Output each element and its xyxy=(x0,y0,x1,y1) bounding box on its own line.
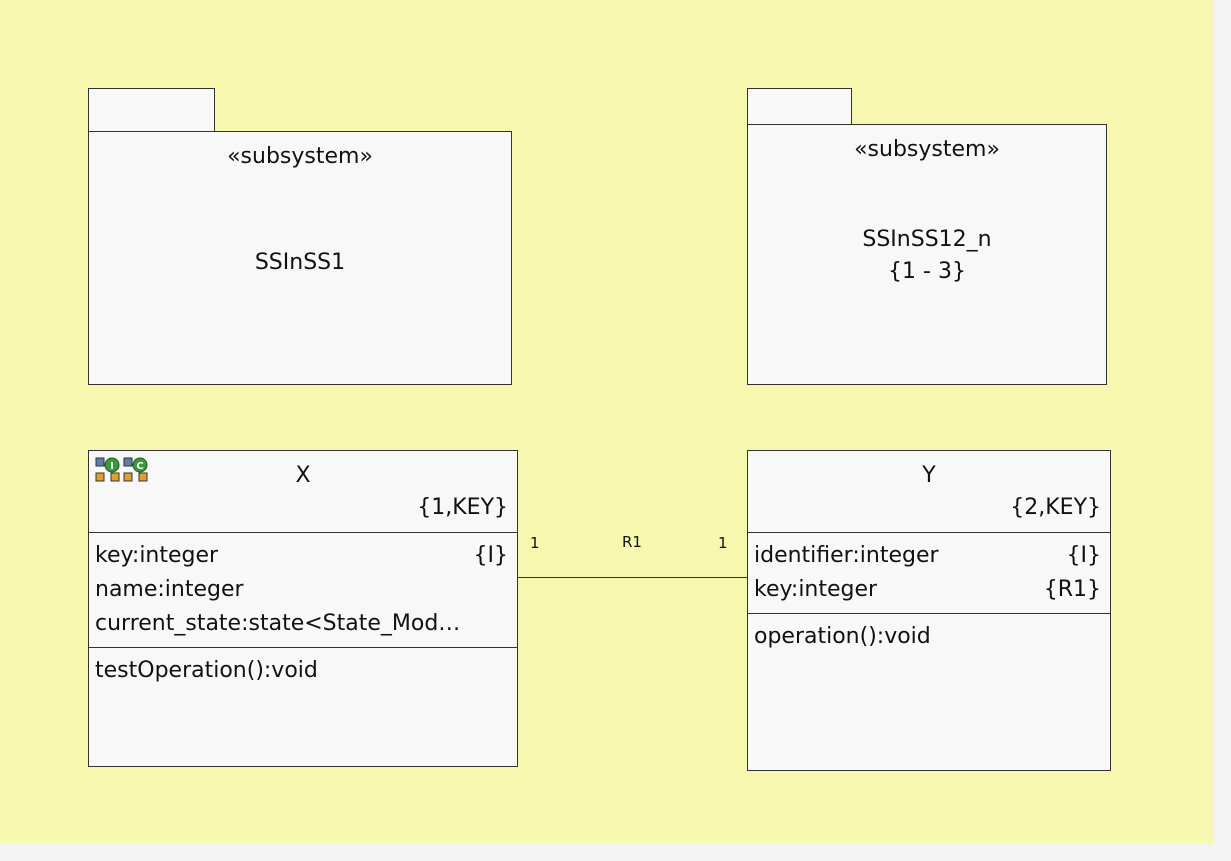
class-number: {2,KEY} xyxy=(1010,495,1101,520)
class-x[interactable]: I C X {1,KEY} key:integer {I} name:integ… xyxy=(88,450,518,767)
association-right-multiplicity: 1 xyxy=(718,534,728,552)
association-left-multiplicity: 1 xyxy=(530,534,540,552)
attribute-tag: {R1} xyxy=(1043,577,1101,602)
class-header: Y {2,KEY} xyxy=(748,451,1110,533)
class-name: X xyxy=(295,463,311,488)
class-attributes: identifier:integer {I} key:integer {R1} xyxy=(748,533,1110,614)
diagram-canvas[interactable]: «subsystem» SSInSS1 «subsystem» SSInSS12… xyxy=(0,0,1214,843)
attribute-row[interactable]: identifier:integer {I} xyxy=(754,539,1110,573)
attribute-text: name:integer xyxy=(95,577,244,602)
association-line[interactable] xyxy=(518,577,747,578)
attribute-row[interactable]: key:integer {R1} xyxy=(754,573,1110,607)
operation-row[interactable]: testOperation():void xyxy=(95,658,318,683)
class-header: I C X {1,KEY} xyxy=(89,451,517,533)
package-stereotype: «subsystem» xyxy=(854,137,1000,162)
attribute-row[interactable]: key:integer {I} xyxy=(95,539,517,573)
class-operations: operation():void xyxy=(748,614,1110,654)
package-tab[interactable] xyxy=(88,88,215,132)
package-name: SSInSS12_n xyxy=(862,227,992,252)
svg-text:C: C xyxy=(136,461,143,472)
class-name: Y xyxy=(922,463,936,488)
attribute-tag: {I} xyxy=(1066,543,1101,568)
class-y[interactable]: Y {2,KEY} identifier:integer {I} key:int… xyxy=(747,450,1111,771)
package-tab[interactable] xyxy=(747,88,852,125)
attribute-tag: {I} xyxy=(473,543,508,568)
association-name[interactable]: R1 xyxy=(622,533,642,551)
class-number: {1,KEY} xyxy=(417,495,508,520)
svg-text:I: I xyxy=(110,461,114,472)
class-icon: C xyxy=(123,457,148,482)
attribute-row[interactable]: current_state:state<State_Mod… xyxy=(95,607,517,641)
operation-row[interactable]: operation():void xyxy=(754,624,931,649)
attribute-text: identifier:integer xyxy=(754,543,939,568)
package-multiplicity: {1 - 3} xyxy=(888,259,966,284)
class-operations: testOperation():void xyxy=(89,648,517,688)
attribute-text: current_state:state<State_Mod… xyxy=(95,611,461,636)
class-attributes: key:integer {I} name:integer current_sta… xyxy=(89,533,517,648)
attribute-row[interactable]: name:integer xyxy=(95,573,517,607)
attribute-text: key:integer xyxy=(95,543,219,568)
attribute-text: key:integer xyxy=(754,577,878,602)
package-ssinss12-n[interactable]: «subsystem» SSInSS12_n {1 - 3} xyxy=(747,124,1107,385)
package-name: SSInSS1 xyxy=(254,250,346,275)
class-icons: I C xyxy=(95,457,149,483)
package-ssinss1[interactable]: «subsystem» SSInSS1 xyxy=(88,131,512,385)
package-stereotype: «subsystem» xyxy=(227,144,373,169)
instance-icon: I xyxy=(95,457,120,482)
